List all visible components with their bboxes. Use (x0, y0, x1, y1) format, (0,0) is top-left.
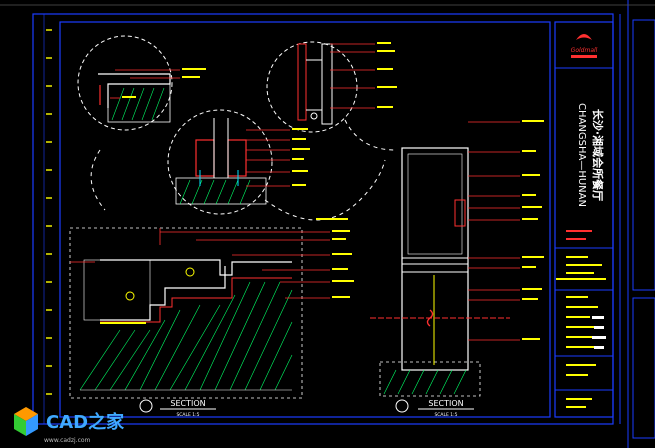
section-1-scale: SCALE 1:5 (176, 412, 199, 418)
detail-bubble-3 (167, 109, 310, 215)
wall-panel-outline (401, 147, 469, 371)
company-logo: Goldmall (571, 34, 598, 58)
section-1-title: SECTION (170, 399, 205, 408)
hatch-pattern-3 (179, 179, 251, 205)
logo-crown-icon (576, 34, 592, 40)
hatch-pattern-section-1 (79, 281, 293, 391)
section-label-1: SECTION SCALE 1:5 (139, 399, 216, 418)
section-2-drawing (370, 120, 544, 397)
cad-watermark: CAD之家 www.cadzj.com (14, 407, 125, 444)
watermark-url: www.cadzj.com (44, 437, 91, 444)
callout-connectors (90, 119, 396, 221)
section-2-title: SECTION (428, 399, 463, 408)
project-name-chinese: 长沙·湘域会所餐厅 (591, 109, 605, 201)
leader-lines-1 (110, 69, 180, 99)
watermark-cube-right-icon (26, 414, 38, 436)
title-block: Goldmall CHANGSHA—HUNAN 长沙·湘域会所餐厅 (554, 21, 614, 418)
title-block-signatures (592, 316, 606, 349)
section-marker-1-icon (139, 399, 153, 413)
section-label-2: SECTION SCALE 1:5 (395, 399, 474, 418)
section-marker-2-icon (395, 399, 409, 413)
section-2-scale: SCALE 1:5 (434, 412, 457, 418)
watermark-cube-left-icon (14, 414, 26, 436)
logo-underline (571, 55, 597, 58)
title-block-text-stubs (556, 256, 606, 408)
title-block-frame (554, 21, 614, 418)
detail-bubble-2 (266, 41, 397, 133)
title-block-red-fields (566, 230, 592, 240)
adjacent-sheet-frame-top (632, 19, 655, 291)
logo-text: Goldmall (571, 47, 598, 54)
detail-bubble-1 (77, 35, 206, 131)
inner-drawing-frame (59, 21, 551, 418)
stair-top-profile (100, 259, 292, 276)
margin-ticks (46, 29, 52, 395)
watermark-brand: CAD之家 (46, 411, 125, 433)
project-city-english: CHANGSHA—HUNAN (576, 103, 587, 207)
adjacent-sheet-frame-bottom (632, 297, 655, 439)
wall-section (297, 43, 307, 121)
hatch-pattern-1 (111, 87, 165, 121)
section-1-drawing (69, 218, 354, 399)
